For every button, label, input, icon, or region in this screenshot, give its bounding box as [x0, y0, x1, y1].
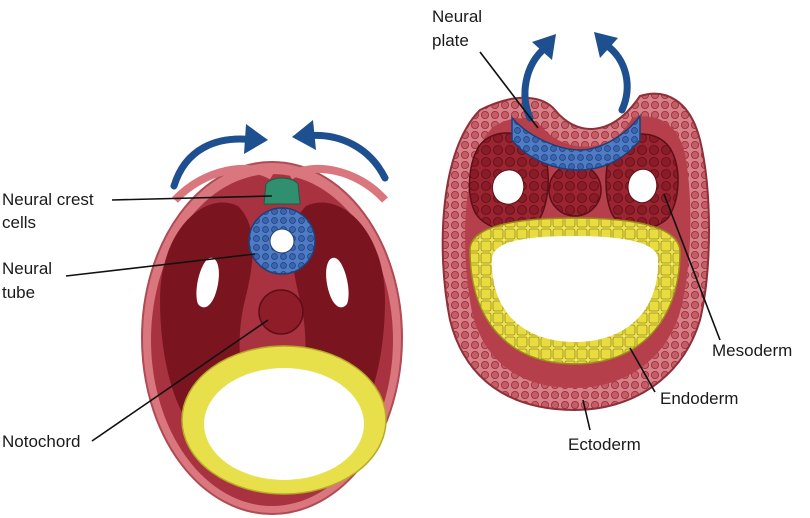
right-arrow-right — [605, 44, 627, 110]
left-embryo-cross-section — [142, 162, 402, 514]
label-ectoderm: Ectoderm — [568, 435, 641, 454]
label-notochord: Notochord — [2, 432, 80, 451]
label-neural-tube-2: tube — [2, 283, 35, 302]
label-mesoderm: Mesoderm — [712, 341, 792, 360]
label-endoderm: Endoderm — [660, 389, 738, 408]
right-coelom-right — [628, 169, 657, 203]
right-coelom-left — [493, 170, 524, 204]
right-embryo-cross-section — [443, 94, 709, 410]
neural-crest-shape — [264, 178, 300, 204]
label-neural-crest: Neural crest — [2, 190, 94, 209]
label-neural-plate-2: plate — [432, 31, 469, 50]
right-notochord — [549, 164, 601, 216]
notochord-shape — [259, 290, 303, 334]
neural-tube-lumen — [270, 229, 294, 253]
label-neural-plate: Neural — [432, 7, 482, 26]
left-gut-lumen — [204, 368, 364, 480]
label-neural-tube: Neural — [2, 259, 52, 278]
label-neural-crest-2: cells — [2, 213, 36, 232]
